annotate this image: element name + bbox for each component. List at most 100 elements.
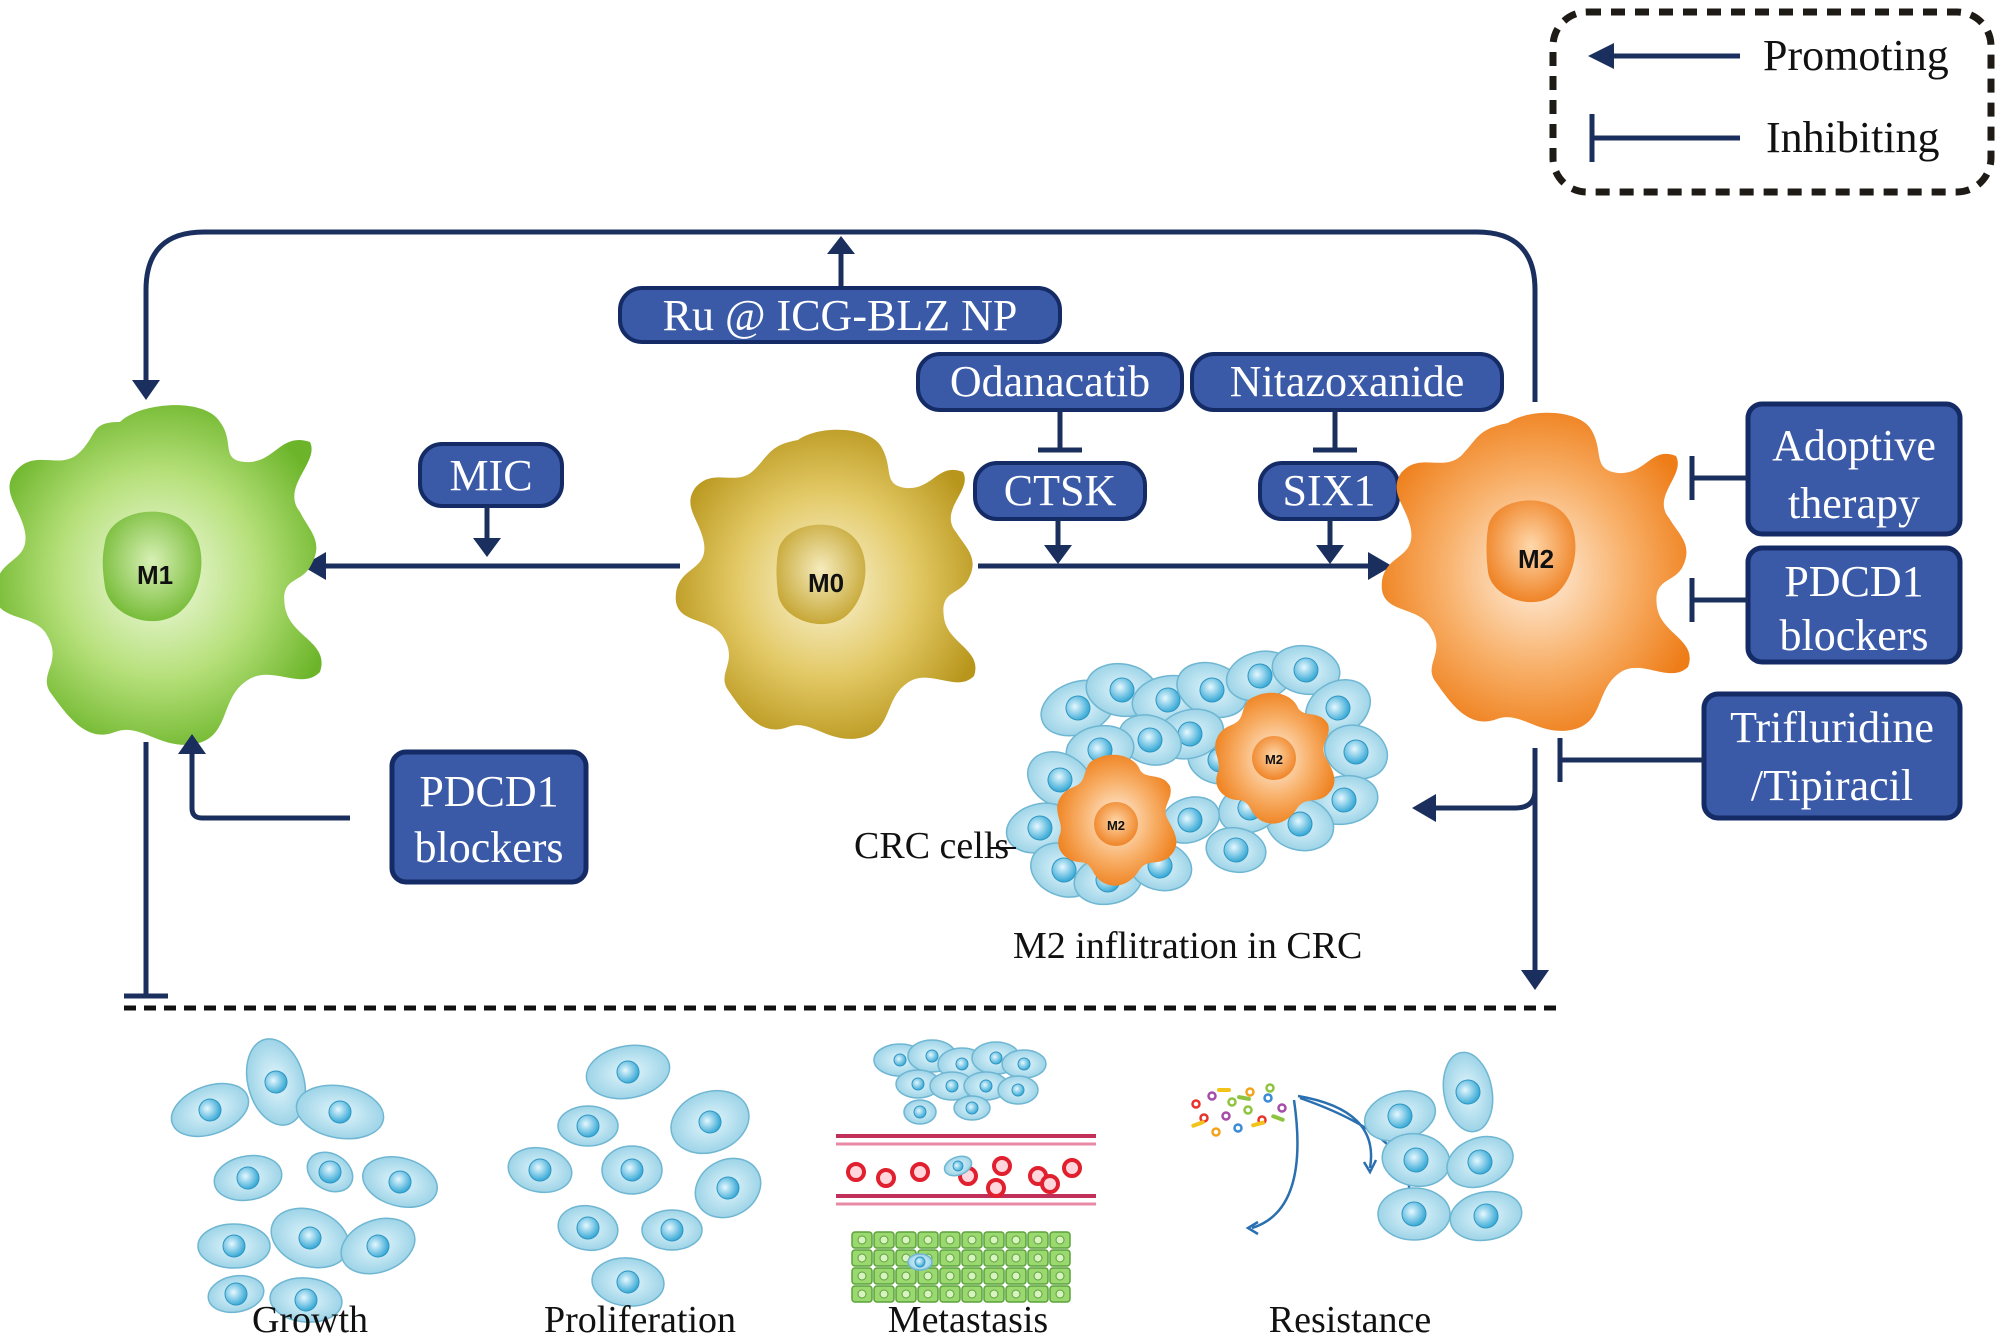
box-pdcd1-right: PDCD1 blockers [1745, 545, 1963, 665]
tissue-nucleus [857, 1289, 867, 1299]
pill-odanacatib: Odanacatib [916, 352, 1184, 412]
tissue-nucleus [879, 1271, 889, 1281]
box-pdcd1-right-line1: PDCD1 [1784, 557, 1923, 606]
crc-m2-small-b: M2 [1215, 692, 1335, 824]
top-loop [132, 229, 1538, 402]
growth-cell [306, 1151, 354, 1193]
resistant-cell [1449, 1190, 1523, 1242]
pill-ru-icg: Ru @ ICG-BLZ NP [618, 286, 1062, 344]
m1-nucleus [102, 511, 202, 622]
m0-nucleus [776, 524, 866, 625]
box-trifluridine: Trifluridine /Tipiracil [1701, 691, 1963, 821]
pill-nitazoxanide: Nitazoxanide [1190, 352, 1504, 412]
resistant-cell [1381, 1132, 1451, 1188]
tissue-nucleus [1033, 1235, 1043, 1245]
outcome-proliferation-label: Proliferation [544, 1299, 736, 1336]
metastatic-cell [953, 1095, 991, 1121]
pill-odanacatib-label: Odanacatib [950, 357, 1150, 406]
outcome-proliferation-cells [507, 1044, 762, 1307]
m0-to-m2-head [1368, 552, 1392, 580]
m2-to-crc-head [1412, 794, 1436, 822]
tissue-nucleus [1011, 1253, 1021, 1263]
tissue-nucleus [945, 1271, 955, 1281]
pill-ctsk-label: CTSK [1004, 466, 1117, 515]
growth-cell [340, 1217, 416, 1275]
growth-cell [207, 1274, 265, 1314]
red-blood-cell [910, 1162, 930, 1182]
macrophage-m0: M0 [675, 429, 976, 739]
drug-particle [1277, 1103, 1287, 1113]
red-blood-cell [1040, 1174, 1060, 1194]
legend: Promoting Inhibiting [1549, 8, 1995, 196]
proliferating-cell [694, 1157, 762, 1219]
m2-down-head [1521, 970, 1549, 990]
metastatic-cell [1001, 1049, 1047, 1079]
pill-ru-icg-label: Ru @ ICG-BLZ NP [663, 291, 1018, 340]
crc-cells-label: CRC cells [854, 825, 1009, 867]
tissue-nucleus [923, 1289, 933, 1299]
drug-particle [1211, 1127, 1221, 1137]
drug-particle [1233, 1123, 1243, 1133]
m2-to-crc-line [1432, 789, 1538, 811]
tissue-nucleus [1011, 1235, 1021, 1245]
tissue-nucleus [901, 1235, 911, 1245]
m0-to-m1-head [302, 552, 326, 580]
growth-cell [362, 1156, 438, 1208]
red-blood-cell [876, 1168, 896, 1188]
drug-particle [1199, 1113, 1209, 1123]
proliferating-cell [557, 1204, 619, 1252]
legend-inhibiting: Inhibiting [1766, 113, 1940, 162]
tissue-nucleus [989, 1289, 999, 1299]
proliferating-cell [641, 1209, 703, 1251]
m2-nucleus [1486, 500, 1576, 603]
proliferating-cell [601, 1145, 663, 1195]
tissue-nucleus [1033, 1289, 1043, 1299]
loop-line [143, 229, 1538, 402]
tissue-nucleus [967, 1289, 977, 1299]
tissue-nucleus [1011, 1289, 1021, 1299]
tissue-nucleus [967, 1271, 977, 1281]
drug-particle [1263, 1093, 1273, 1103]
resistant-cell [1363, 1090, 1437, 1142]
growth-cell [295, 1084, 385, 1140]
crc-m2-small-a: M2 [1057, 754, 1177, 886]
resistant-cell [1442, 1051, 1494, 1133]
box-pdcd1-right-line2: blockers [1779, 611, 1928, 660]
tissue-nucleus [945, 1253, 955, 1263]
tissue-nucleus [923, 1235, 933, 1245]
six1-down-head [1316, 545, 1344, 564]
tissue-nucleus [879, 1289, 889, 1299]
tissue-nucleus [967, 1253, 977, 1263]
red-blood-cell [986, 1178, 1006, 1198]
proliferating-cell [585, 1044, 671, 1100]
box-adoptive-line2: therapy [1788, 479, 1920, 528]
tissue-nucleus [879, 1253, 889, 1263]
macrophage-m2: M2 [1381, 412, 1690, 731]
drug-particle [1221, 1111, 1231, 1121]
crc-cancer-cell [1271, 644, 1341, 696]
drug-particle [1243, 1105, 1253, 1115]
legend-promoting: Promoting [1763, 31, 1949, 80]
crc-m2-small-b-label: M2 [1265, 752, 1283, 767]
tissue-nucleus [989, 1253, 999, 1263]
metastatic-cell [903, 1099, 937, 1125]
crc-cluster [1005, 644, 1389, 906]
drug-rod [1217, 1088, 1231, 1092]
tissue-nucleus [1033, 1253, 1043, 1263]
resistant-cell [1446, 1135, 1514, 1189]
box-pdcd1-left-line1: PDCD1 [419, 767, 558, 816]
pdcd1-left-to-m1-head [178, 734, 206, 754]
outcome-resistance-art [1191, 1051, 1523, 1242]
growth-cell [245, 1038, 307, 1126]
drug-rod [1191, 1120, 1205, 1128]
box-adoptive-line1: Adoptive [1772, 421, 1936, 470]
tissue-nucleus [1033, 1271, 1043, 1281]
circulating-tumor-cell [943, 1155, 973, 1177]
crc-cancer-cell [1005, 802, 1075, 854]
tissue-nucleus [1055, 1289, 1065, 1299]
box-pdcd1-left-line2: blockers [414, 823, 563, 872]
proliferating-cell [507, 1146, 573, 1194]
pdcd1-left-to-m1 [189, 752, 350, 821]
growth-cell [270, 1207, 350, 1269]
